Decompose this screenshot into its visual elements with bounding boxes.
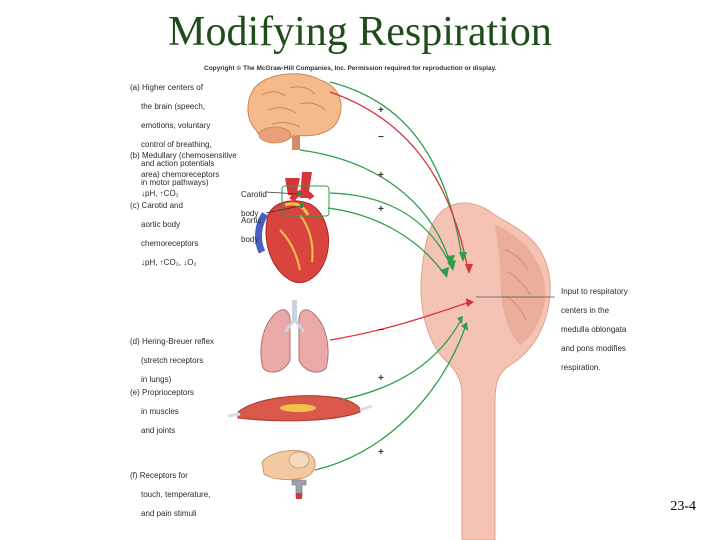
sign-hand-plus: + [378,447,384,458]
label-aortic-body: Aortic body [241,215,262,244]
brainstem-spinal-cord [420,202,551,540]
label-input-respiratory-centers: Input to respiratory centers in the medu… [561,286,628,372]
hand-illustration [261,449,316,499]
pathway-arrows [299,81,555,471]
copyright-notice: Copyright © The McGraw-Hill Companies, I… [204,65,497,72]
lungs-illustration [260,300,329,373]
slide-number: 23-4 [670,499,696,514]
arrowheads [440,252,474,331]
sign-muscle-plus: + [378,373,384,384]
label-f-receptors: (f) Receptors for touch, temperature, an… [130,470,211,518]
label-b-medullary: (b) Medullary (chemosensitive area) chem… [130,150,237,198]
brain-illustration [247,73,342,150]
label-c-carotid-aortic: (c) Carotid and aortic body chemorecepto… [130,200,199,267]
label-e-proprioceptors: (e) Proprioceptors in muscles and joints [130,387,195,435]
label-a-higher-centers: (a) Higher centers of the brain (speech,… [130,82,215,187]
sign-medullary-plus: + [378,170,384,181]
slide-title: Modifying Respiration [168,9,552,55]
label-carotid-body: Carotid body [241,189,267,218]
sign-aortic-plus: + [378,204,384,215]
sign-brain-minus: − [378,132,384,143]
muscle-illustration [227,395,373,422]
label-d-hering-breuer: (d) Hering-Breuer reflex (stretch recept… [130,336,215,384]
sign-brain-plus: + [378,105,384,116]
heart-illustration [254,172,330,283]
sign-lungs-minus: − [378,325,384,336]
